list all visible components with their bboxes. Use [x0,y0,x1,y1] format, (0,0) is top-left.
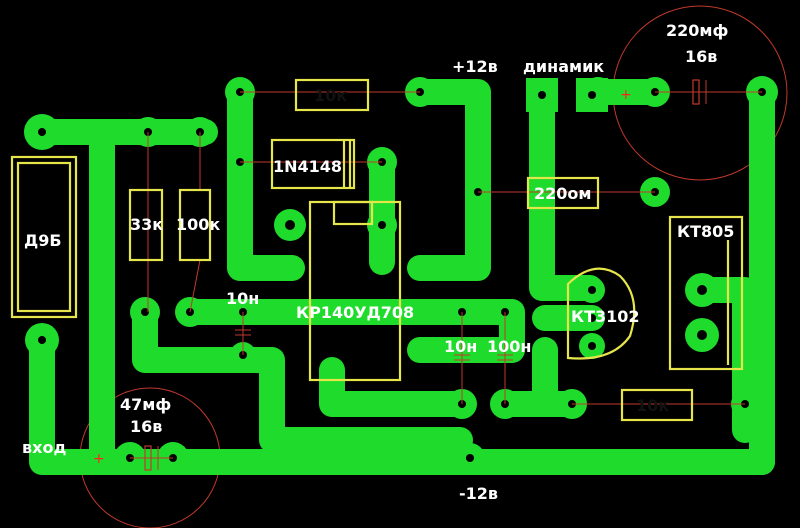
label-r220: 220ом [534,184,591,203]
label-cap-47uf-voltage: 16в [130,417,162,436]
transistor-kt805-outline [668,215,744,371]
label-cap-220uf-voltage: 16в [685,47,717,66]
label-r100k: 100к [176,215,220,234]
diode-d9b-outline [10,155,78,319]
resistor-220-outline [526,176,600,210]
resistor-33k-outline [128,188,164,262]
label-kt3102: КТ3102 [571,307,640,326]
resistor-10k-bottom-outline [620,388,694,422]
resistor-10k-top-outline [294,78,370,112]
label-kt805: КТ805 [677,222,734,241]
label-plus-12v: +12в [452,57,498,76]
capacitor-symbols: + + [93,79,707,471]
silkscreen [10,78,744,422]
svg-text:+: + [93,451,105,467]
label-cap-47uf: 47мф [120,395,171,414]
label-r10k-top: 10к [314,86,347,105]
label-d9b: Д9Б [24,231,62,250]
label-chip: КР140УД708 [296,303,414,322]
label-speaker: динамик [523,57,604,76]
label-r10k-bottom: 10к [636,396,669,415]
label-cap-10n-mid: 10н [444,337,477,356]
label-cap-10n-left: 10н [226,289,259,308]
svg-text:+: + [620,87,632,103]
label-cap-100n: 100н [487,337,531,356]
component-leads [130,91,762,459]
resistor-100k-outline [178,188,212,262]
labels: Д9Б 33к 100к 10к 1N4148 +12в динамик 220… [22,21,734,503]
label-r33k: 33к [130,215,163,234]
label-diode-1n4148: 1N4148 [273,157,342,176]
diode-1n4148-outline [270,138,356,190]
label-minus-12v: -12в [459,484,498,503]
label-input: вход [22,438,66,457]
label-cap-220uf: 220мф [666,21,728,40]
transistor-kt3102-outline [566,267,636,360]
